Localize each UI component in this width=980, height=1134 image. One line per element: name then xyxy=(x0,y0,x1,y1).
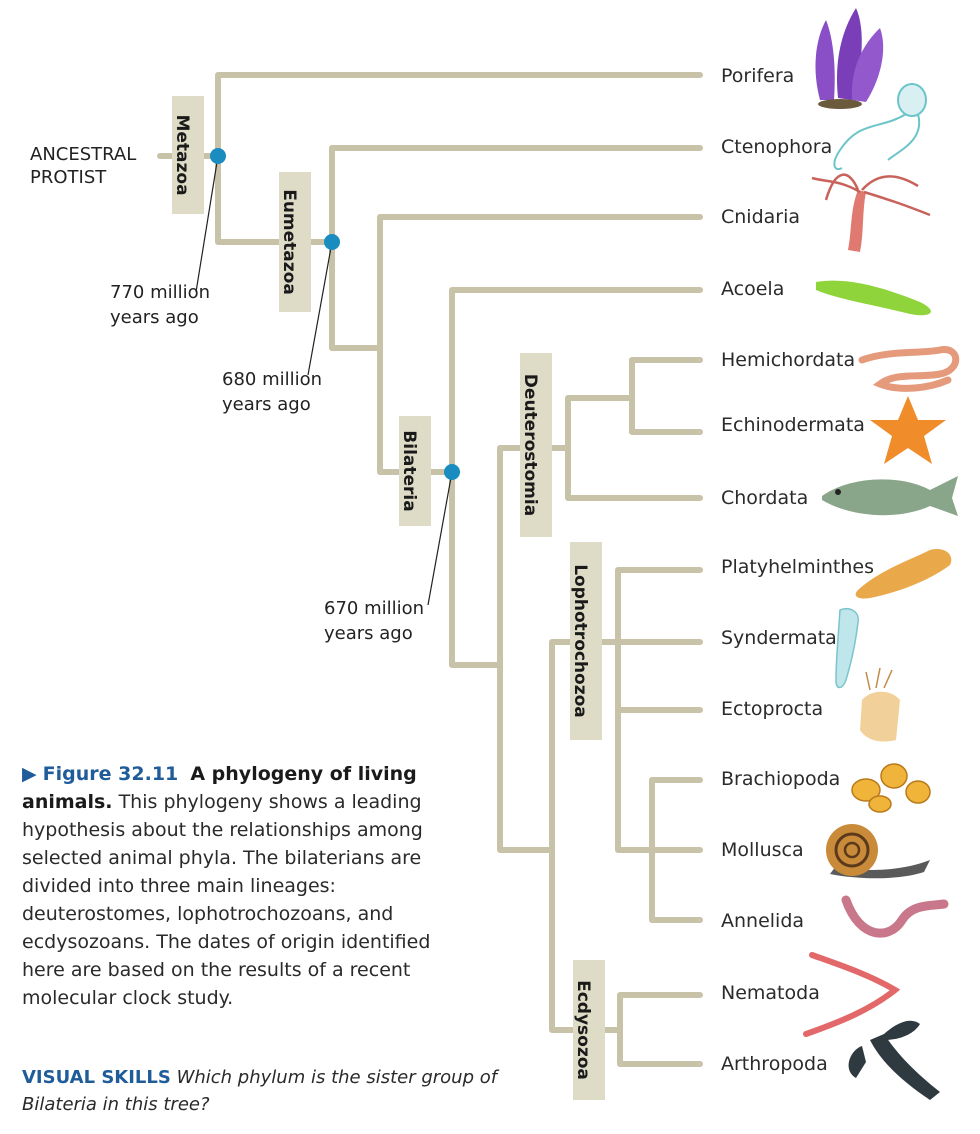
earthworm-icon xyxy=(841,895,949,938)
branch-protostomia xyxy=(497,662,555,853)
hydra-icon xyxy=(811,173,931,252)
leader-eumetazoa xyxy=(307,241,333,376)
node-bilateria xyxy=(444,464,460,480)
clade-ecdysozoa-text: Ecdysozoa xyxy=(573,980,593,1080)
date-bilateria-line2: years ago xyxy=(324,623,413,644)
taxon-nematoda: Nematoda xyxy=(721,982,820,1004)
branch-hemichordata xyxy=(629,357,703,401)
branch-chordata xyxy=(565,445,703,501)
clade-label-ecdysozoa: Ecdysozoa xyxy=(573,960,605,1100)
taxon-acoela: Acoela xyxy=(721,278,784,300)
clade-metazoa-text: Metazoa xyxy=(172,114,192,195)
root-label-line1: ANCESTRAL xyxy=(30,144,136,165)
taxon-mollusca: Mollusca xyxy=(721,839,804,861)
branch-acoela xyxy=(449,287,703,475)
date-eumetazoa-line2: years ago xyxy=(222,394,311,415)
animal-illustrations xyxy=(803,8,960,1100)
roundworm-icon xyxy=(803,952,901,1037)
node-metazoa xyxy=(210,148,226,164)
comb-jelly-icon xyxy=(833,83,927,170)
branch-annelida xyxy=(649,847,703,923)
branch-ambulacraria xyxy=(565,395,635,451)
branch-porifera xyxy=(215,72,703,159)
date-leaders xyxy=(195,155,453,606)
clade-label-lophotrochozoa: Lophotrochozoa xyxy=(570,542,602,740)
brachiopod-icon xyxy=(851,763,931,813)
leader-bilateria xyxy=(427,471,453,606)
branch-arthropoda xyxy=(617,1027,703,1067)
taxon-cnidaria: Cnidaria xyxy=(721,206,800,228)
taxon-hemichordata: Hemichordata xyxy=(721,349,855,371)
branch-metazoa-to-eumetazoa xyxy=(215,153,335,245)
clade-bilateria-text: Bilateria xyxy=(399,430,419,511)
branch-echinodermata xyxy=(629,395,703,435)
sea-star-icon xyxy=(870,396,946,464)
branch-ctenophora xyxy=(329,145,703,245)
branch-nematoda xyxy=(617,992,703,1033)
clade-eumetazoa-text: Eumetazoa xyxy=(279,189,299,295)
visual-skills-question: VISUAL SKILLS Which phylum is the sister… xyxy=(22,1064,542,1118)
taxon-chordata: Chordata xyxy=(721,487,808,509)
clade-label-deuterostomia: Deuterostomia xyxy=(520,353,552,537)
taxon-ctenophora: Ctenophora xyxy=(721,136,832,158)
visual-skills-label: VISUAL SKILLS xyxy=(22,1067,171,1088)
figure-arrow-icon: ▶ xyxy=(22,763,37,785)
clade-label-eumetazoa: Eumetazoa xyxy=(279,172,311,312)
clade-label-bilateria: Bilateria xyxy=(399,416,431,526)
taxon-labels: Porifera Ctenophora Cnidaria Acoela Hemi… xyxy=(721,65,874,1075)
figure-caption-body: This phylogeny shows a leading hypothesi… xyxy=(22,791,431,1009)
crayfish-icon xyxy=(848,1020,940,1100)
taxon-ectoprocta: Ectoprocta xyxy=(721,698,823,720)
sponge-icon xyxy=(815,8,884,109)
branch-eumetazoa-inner xyxy=(329,239,383,351)
date-eumetazoa-line1: 680 million xyxy=(222,369,322,390)
node-eumetazoa xyxy=(324,234,340,250)
taxon-platyhelminthes: Platyhelminthes xyxy=(721,556,874,578)
branch-cnidaria xyxy=(377,214,703,351)
branch-ectoprocta xyxy=(615,639,703,713)
branch-brachiopoda xyxy=(649,777,703,853)
branch-platyhelminthes xyxy=(615,567,703,645)
figure-title: A phylogeny of living animals. xyxy=(22,763,417,813)
fish-icon xyxy=(822,476,958,516)
date-metazoa-line2: years ago xyxy=(110,307,199,328)
clade-deuterostomia-text: Deuterostomia xyxy=(520,374,540,516)
visual-skills-text: Which phylum is the sister group of Bila… xyxy=(22,1067,498,1115)
leader-metazoa xyxy=(195,155,219,293)
date-metazoa-line1: 770 million xyxy=(110,282,210,303)
root-label-line2: PROTIST xyxy=(30,167,107,188)
date-bilateria-line1: 670 million xyxy=(324,598,424,619)
branch-bilateria-inner xyxy=(449,469,503,668)
snail-icon xyxy=(826,824,930,879)
branches xyxy=(157,72,703,1067)
clade-lophotrochozoa-text: Lophotrochozoa xyxy=(570,564,590,718)
taxon-syndermata: Syndermata xyxy=(721,627,837,649)
rotifer-icon xyxy=(835,608,859,689)
bryozoan-icon xyxy=(860,667,900,742)
acoel-worm-icon xyxy=(816,280,931,316)
taxon-porifera: Porifera xyxy=(721,65,794,87)
figure-number: Figure 32.11 xyxy=(42,763,179,785)
clade-label-metazoa: Metazoa xyxy=(172,96,204,214)
figure-caption: ▶ Figure 32.11 A phylogeny of living ani… xyxy=(22,760,462,1012)
taxon-arthropoda: Arthropoda xyxy=(721,1053,828,1075)
flatworm-icon xyxy=(855,549,952,599)
acorn-worm-icon xyxy=(858,346,960,392)
taxon-annelida: Annelida xyxy=(721,910,804,932)
branch-lopho-lower xyxy=(615,707,655,853)
taxon-brachiopoda: Brachiopoda xyxy=(721,768,840,790)
taxon-echinodermata: Echinodermata xyxy=(721,414,865,436)
